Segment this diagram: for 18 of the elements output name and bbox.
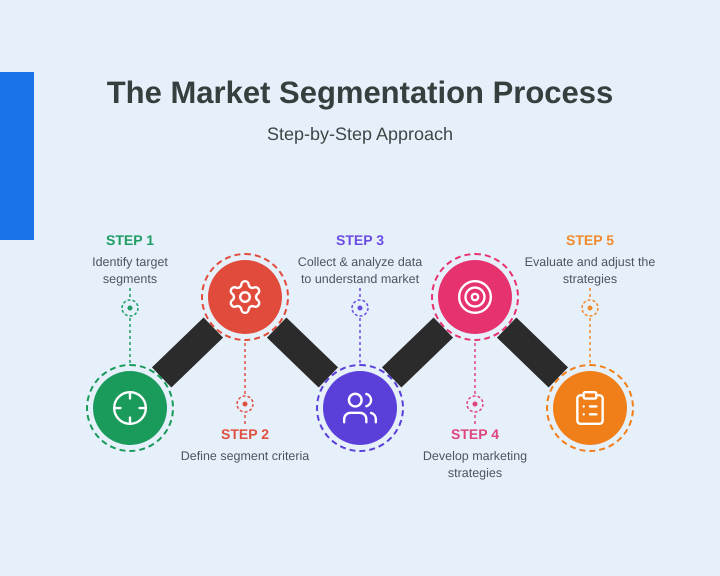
step-heading: STEP 2 [221, 425, 269, 444]
wavy-band [152, 318, 224, 388]
leader-line [474, 341, 476, 424]
subtitle: Step-by-Step Approach [266, 123, 454, 146]
wavy-band [266, 318, 338, 388]
wavy-band [382, 318, 454, 388]
step-heading: STEP 5 [566, 231, 614, 250]
step-heading: STEP 1 [106, 231, 154, 250]
step-heading: STEP 3 [336, 231, 384, 250]
step-heading: STEP 4 [451, 425, 499, 444]
step-description: Define segment criteria [180, 448, 310, 465]
step-description: Develop marketing strategies [422, 448, 528, 482]
wavy-band [496, 318, 568, 388]
leader-line [244, 341, 246, 424]
step-description: Collect & analyze data to understand market [296, 254, 424, 288]
step-description: Evaluate and adjust the strategies [524, 254, 656, 288]
title: The Market Segmentation Process [106, 74, 614, 112]
step-description: Identify target segments [91, 254, 169, 288]
